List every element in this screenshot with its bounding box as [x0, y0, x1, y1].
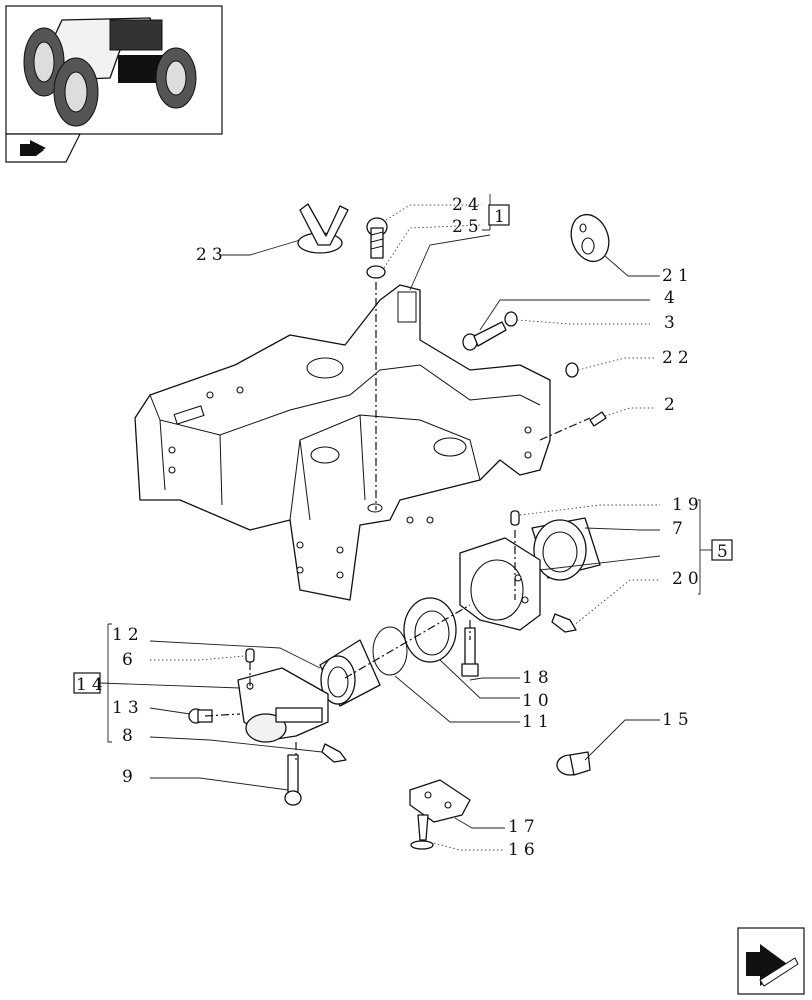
label-6: 6	[122, 650, 138, 670]
part-19-pin	[510, 510, 520, 526]
label-10: 10	[522, 691, 554, 711]
callout-box-5	[711, 539, 733, 561]
part-15-plug	[556, 751, 591, 776]
callout-box-14	[73, 672, 101, 694]
part-7-bushing	[531, 517, 601, 581]
part-8-grease-fitting	[321, 743, 347, 763]
label-13: 13	[112, 698, 144, 718]
label-17: 17	[508, 817, 540, 837]
label-21: 21	[662, 266, 694, 286]
part-2-pin	[589, 411, 607, 427]
label-22: 22	[662, 348, 694, 368]
label-15: 15	[662, 710, 694, 730]
label-11: 11	[522, 712, 554, 732]
label-12: 12	[112, 625, 144, 645]
label-2: 2	[664, 395, 680, 415]
part-14-bracket	[237, 667, 329, 743]
label-9: 9	[122, 767, 138, 787]
part-25-washer	[366, 265, 386, 279]
label-20: 20	[672, 569, 704, 589]
part-11-o-ring	[372, 626, 408, 676]
label-14: 14	[76, 675, 108, 695]
part-17-plate	[409, 779, 471, 823]
part-18-bolt	[461, 627, 479, 677]
label-18: 18	[522, 668, 554, 688]
front-axle-support-frame	[134, 284, 551, 601]
part-3-washer	[504, 311, 518, 327]
label-24: 24	[452, 195, 484, 215]
folder-arrow-icon[interactable]	[5, 133, 81, 163]
label-1: 1	[494, 207, 510, 227]
part-20-grease-fitting	[551, 613, 577, 633]
label-25: 25	[452, 217, 484, 237]
part-5-bracket	[459, 537, 541, 631]
callout-box-1	[488, 204, 510, 226]
part-23-clip	[297, 203, 349, 254]
label-19: 19	[672, 495, 704, 515]
part-16-screw	[410, 814, 434, 850]
part-4-bolt	[462, 321, 507, 351]
next-page-arrow-icon[interactable]	[737, 927, 805, 995]
tractor-thumbnail-icon[interactable]	[5, 5, 223, 135]
label-8: 8	[122, 726, 138, 746]
part-10-ring	[403, 597, 457, 663]
part-6-pin	[245, 648, 255, 663]
part-22-washer	[565, 362, 579, 378]
part-24-screw	[366, 217, 388, 259]
label-5: 5	[717, 542, 733, 562]
label-4: 4	[664, 288, 680, 308]
label-3: 3	[664, 313, 680, 333]
part-12-bushing	[319, 639, 381, 707]
label-7: 7	[672, 519, 688, 539]
label-23: 23	[196, 245, 228, 265]
part-9-bolt	[284, 754, 302, 806]
label-16: 16	[508, 840, 540, 860]
part-21-bushing	[570, 213, 610, 263]
